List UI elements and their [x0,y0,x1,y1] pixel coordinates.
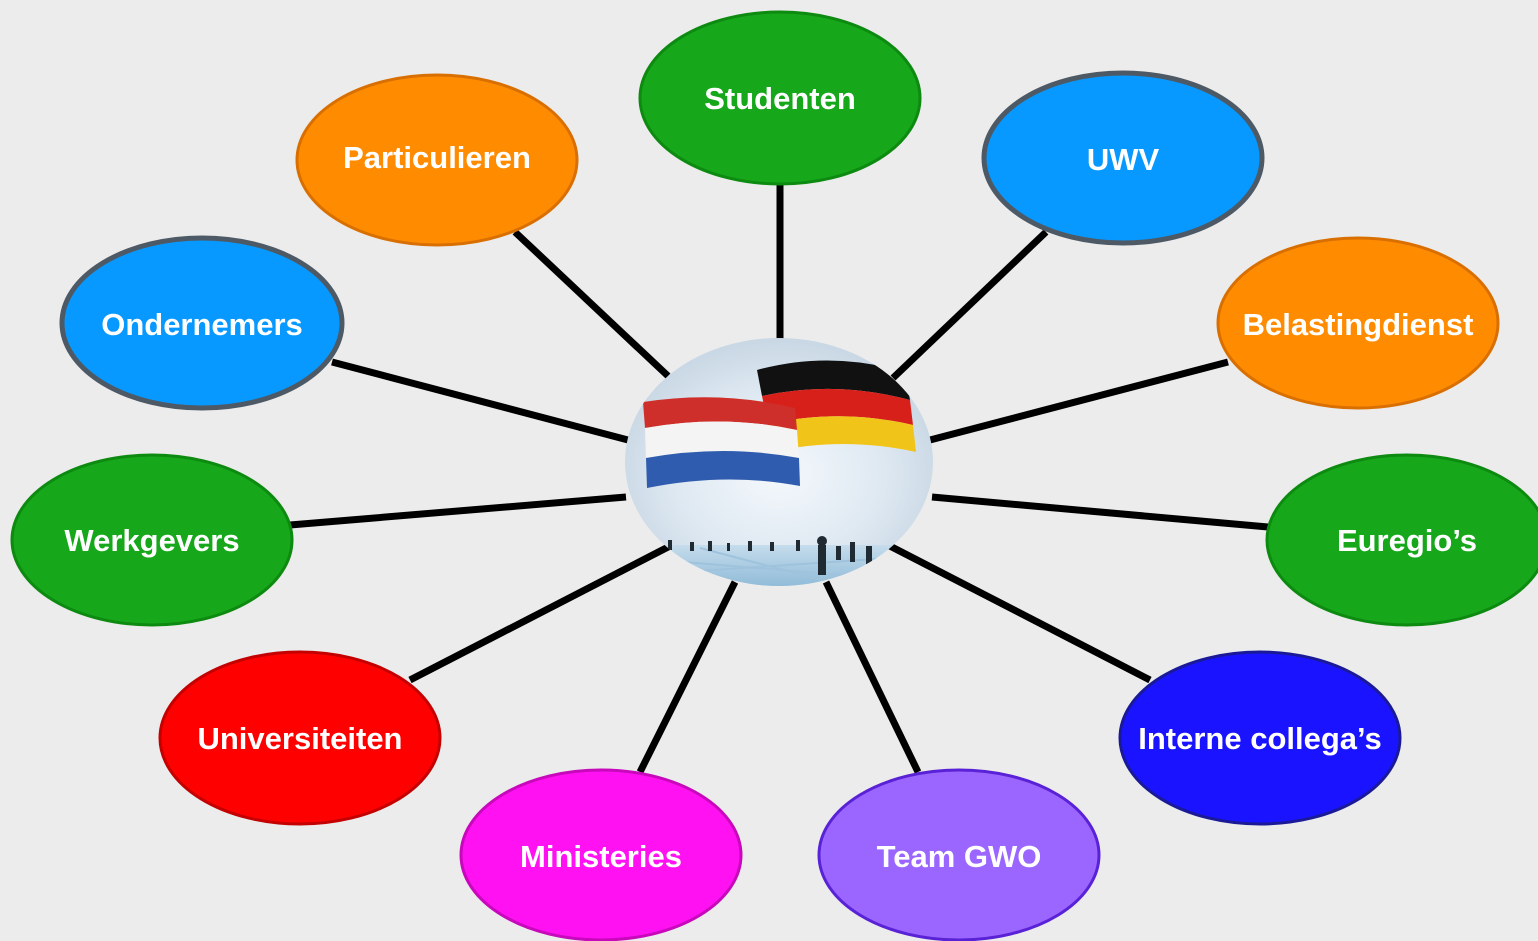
node-ondernemers[interactable]: Ondernemers [59,235,345,411]
node-team-gwo[interactable]: Team GWO [817,768,1101,941]
node-ellipse-werkgevers [10,453,294,627]
node-interne-collegas[interactable]: Interne collega’s [1118,650,1402,826]
node-werkgevers[interactable]: Werkgevers [10,453,294,627]
node-ministeries[interactable]: Ministeries [459,768,743,941]
node-label-belastingdienst: Belastingdienst [1243,307,1474,342]
node-ellipse-studenten [638,10,922,186]
connector-uwv [890,229,1049,381]
connector-lines [289,184,1269,774]
node-label-euregios: Euregio’s [1337,523,1477,558]
connector-euregios [931,493,1269,531]
connector-interne-collegas [886,541,1152,684]
node-ellipse-euregios [1265,453,1538,627]
connector-ministeries [636,580,739,774]
node-label-ministeries: Ministeries [520,839,682,874]
node-belastingdienst[interactable]: Belastingdienst [1216,236,1500,410]
node-ellipse-belastingdienst [1216,236,1500,410]
node-ellipse-ondernemers [59,235,345,411]
node-particulieren[interactable]: Particulieren [295,73,579,247]
node-ellipse-uwv [981,70,1265,246]
node-universiteiten[interactable]: Universiteiten [158,650,442,826]
node-label-studenten: Studenten [704,81,856,116]
connector-particulieren [512,229,671,379]
node-label-universiteiten: Universiteiten [197,721,402,756]
germany-flag-icon [757,360,916,452]
stakeholder-nodes: Studenten Particulieren UWV Ondernemers … [10,10,1538,941]
node-ellipse-ministeries [459,768,743,941]
node-label-interne-collegas: Interne collega’s [1138,721,1382,756]
netherlands-flag-icon [643,397,800,488]
node-ellipse-particulieren [295,73,579,247]
connector-belastingdienst [929,358,1229,444]
node-label-team-gwo: Team GWO [877,839,1042,874]
node-studenten[interactable]: Studenten [638,10,922,186]
node-label-particulieren: Particulieren [343,140,531,175]
connector-team-gwo [822,580,922,774]
node-label-werkgevers: Werkgevers [64,523,239,558]
node-label-ondernemers: Ondernemers [101,307,303,342]
node-label-uwv: UWV [1087,142,1160,177]
node-uwv[interactable]: UWV [981,70,1265,246]
netherlands-germany-flags-with-people-icon [625,360,933,586]
people-silhouettes-icon [668,536,872,575]
node-ellipse-team-gwo [817,768,1101,941]
node-ellipse-interne-collegas [1118,650,1402,826]
connector-ondernemers [331,358,629,444]
connector-werkgevers [289,493,627,529]
node-euregios[interactable]: Euregio’s [1265,453,1538,627]
center-hub [625,338,933,586]
node-ellipse-universiteiten [158,650,442,826]
connector-universiteiten [408,541,674,684]
